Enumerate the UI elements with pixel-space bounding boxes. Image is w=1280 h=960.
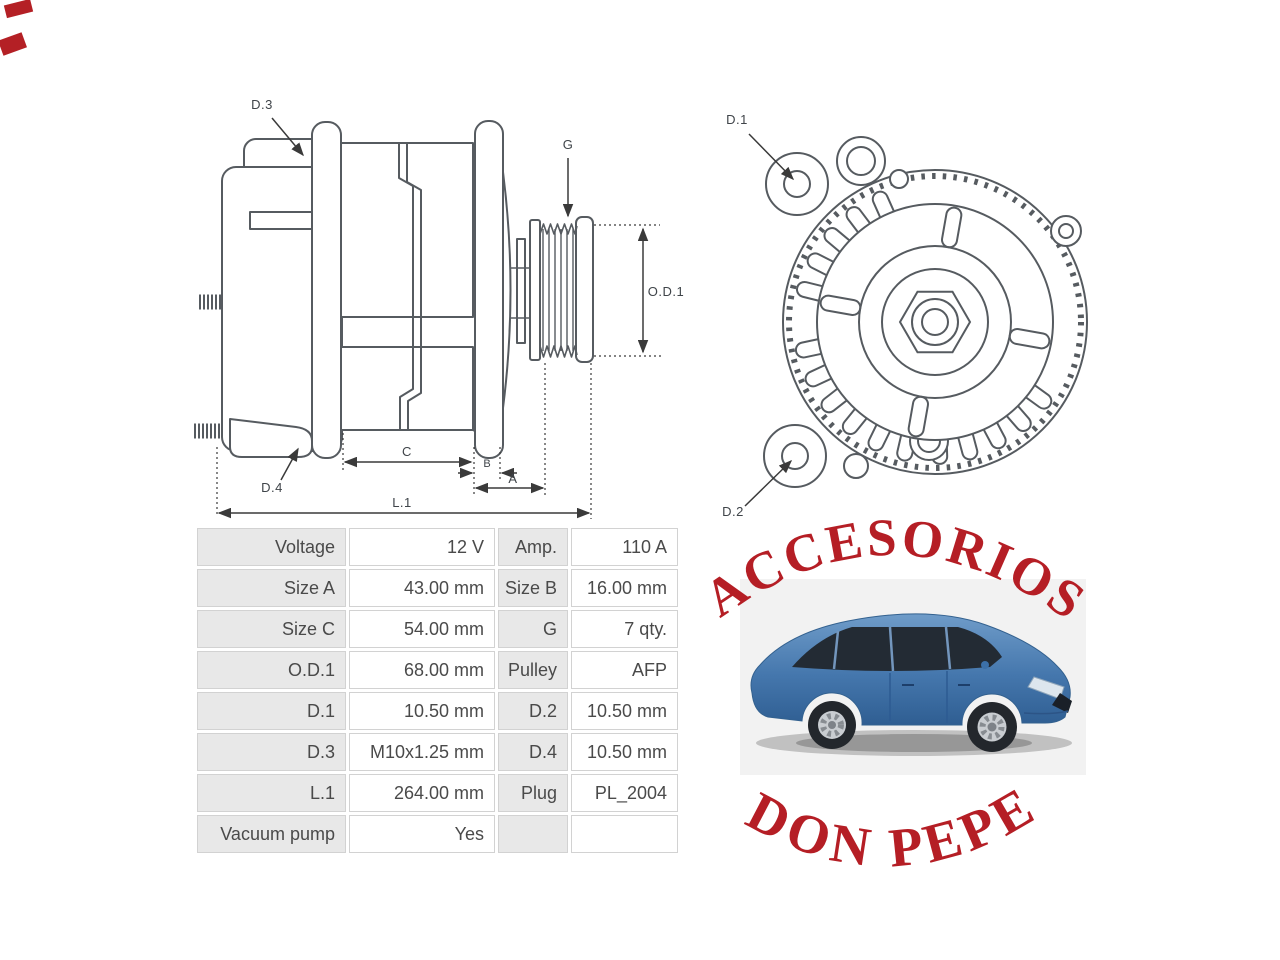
label-c: C: [402, 444, 412, 459]
label-a: A: [508, 471, 517, 486]
d3-arrow: [271, 117, 304, 157]
mounting-lug: [229, 418, 313, 458]
spec-value-cell: 16.00 mm: [571, 569, 678, 607]
pulley-cheek: [529, 219, 541, 361]
spec-label-cell: Size B: [498, 569, 568, 607]
front-bracket: [474, 120, 504, 459]
red-letter-fragment: [0, 32, 27, 56]
front-dimension-lines: [744, 133, 795, 507]
label-d2: D.2: [722, 504, 744, 519]
pulley-grooves: [542, 229, 574, 351]
car-image: [750, 613, 1072, 756]
dimension-lines: [216, 117, 664, 519]
rear-flange: [311, 121, 342, 459]
spec-label-cell: L.1: [197, 774, 346, 812]
accesorios-don-pepe-logo: ACCESORIOS DON PEPE: [694, 515, 1093, 879]
mounting-hole-d2: [781, 442, 809, 470]
label-d4: D.4: [261, 480, 283, 495]
table-row: O.D.1 68.00 mm Pulley AFP: [197, 651, 678, 689]
table-row: Vacuum pump Yes: [197, 815, 678, 853]
spec-value-cell: 43.00 mm: [349, 569, 495, 607]
d1-arrow: [748, 133, 795, 181]
shaft-spacer: [516, 238, 526, 344]
spec-value-cell: 54.00 mm: [349, 610, 495, 648]
label-g: G: [563, 137, 574, 152]
mounting-hole-d1: [783, 170, 811, 198]
alternator-side-view-diagram: D.3 D.4 G O.D.1 C B A L.1: [194, 97, 684, 519]
spec-value-cell: 68.00 mm: [349, 651, 495, 689]
table-row: Size A 43.00 mm Size B 16.00 mm: [197, 569, 678, 607]
spec-label-cell: [498, 815, 568, 853]
spec-value-cell: [571, 815, 678, 853]
label-od1: O.D.1: [648, 284, 684, 299]
pulley-ribs-bottom: [539, 345, 578, 358]
car-rear-wheel: [808, 701, 856, 749]
mounting-ear: [765, 152, 829, 216]
spec-label-cell: D.1: [197, 692, 346, 730]
table-row: D.3 M10x1.25 mm D.4 10.50 mm: [197, 733, 678, 771]
car-front-wheel: [967, 702, 1017, 752]
logo-text-don-pepe: DON PEPE: [737, 773, 1047, 878]
side-view-outline: [194, 120, 594, 459]
spec-label-cell: D.2: [498, 692, 568, 730]
label-d1: D.1: [726, 112, 748, 127]
spec-table: Voltage 12 V Amp. 110 A Size A 43.00 mm …: [194, 525, 681, 856]
spec-value-cell: 12 V: [349, 528, 495, 566]
spec-label-cell: Pulley: [498, 651, 568, 689]
pulley-cap: [575, 216, 594, 363]
spec-label-cell: G: [498, 610, 568, 648]
table-row: L.1 264.00 mm Plug PL_2004: [197, 774, 678, 812]
red-letter-fragment: [3, 0, 34, 19]
spec-label-cell: O.D.1: [197, 651, 346, 689]
spec-label-cell: D.3: [197, 733, 346, 771]
car-mirror: [981, 661, 989, 669]
spec-value-cell: 10.50 mm: [571, 733, 678, 771]
extension-lines: [216, 363, 592, 519]
car-grille: [1052, 693, 1072, 713]
spec-value-cell: 10.50 mm: [571, 692, 678, 730]
d2-arrow: [744, 459, 793, 507]
d4-arrow: [280, 447, 299, 481]
spec-label-cell: Size A: [197, 569, 346, 607]
spec-value-cell: Yes: [349, 815, 495, 853]
table-row: D.1 10.50 mm D.2 10.50 mm: [197, 692, 678, 730]
label-l1: L.1: [392, 495, 412, 510]
spec-value-cell: 110 A: [571, 528, 678, 566]
spec-value-cell: 264.00 mm: [349, 774, 495, 812]
spec-label-cell: Vacuum pump: [197, 815, 346, 853]
spec-value-cell: 10.50 mm: [349, 692, 495, 730]
spec-label-cell: Voltage: [197, 528, 346, 566]
alternator-front-view-diagram: D.1 D.2: [722, 112, 1088, 519]
label-d3: D.3: [251, 97, 273, 112]
table-row: Voltage 12 V Amp. 110 A: [197, 528, 678, 566]
spec-label-cell: D.4: [498, 733, 568, 771]
spec-label-cell: Plug: [498, 774, 568, 812]
table-row: Size C 54.00 mm G 7 qty.: [197, 610, 678, 648]
label-b: B: [483, 458, 490, 470]
spec-label-cell: Size C: [197, 610, 346, 648]
spec-value-cell: M10x1.25 mm: [349, 733, 495, 771]
front-view-outline: [763, 136, 1088, 488]
spec-value-cell: AFP: [571, 651, 678, 689]
spec-label-cell: Amp.: [498, 528, 568, 566]
spec-value-cell: 7 qty.: [571, 610, 678, 648]
spec-value-cell: PL_2004: [571, 774, 678, 812]
pulley-ribs-top: [539, 223, 578, 235]
serrated-edge: [786, 173, 1084, 471]
